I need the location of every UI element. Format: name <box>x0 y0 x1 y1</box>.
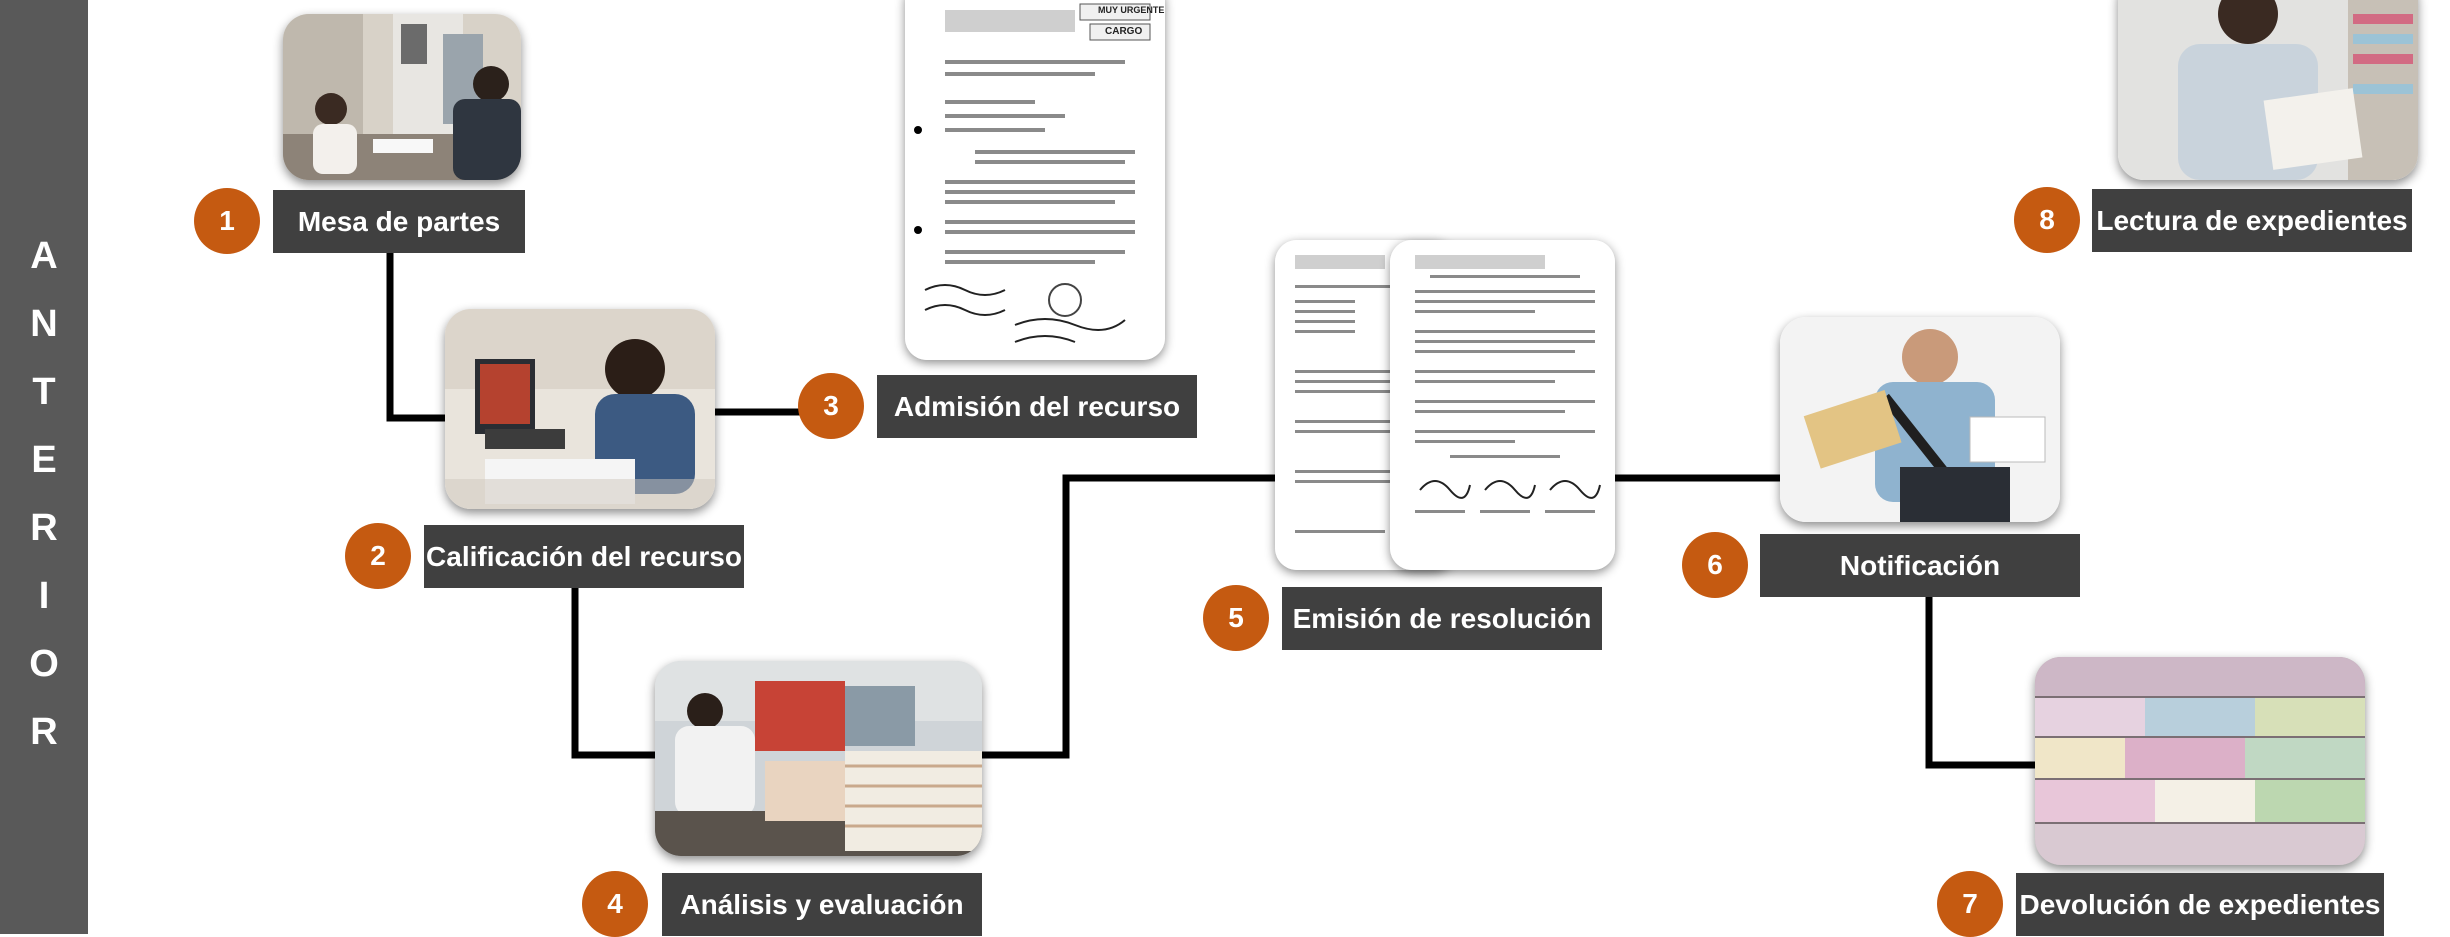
sidebar-letter: R <box>30 507 58 549</box>
photo-devolucion <box>2035 657 2365 865</box>
step-label-analisis: Análisis y evaluación <box>662 873 982 936</box>
step-number-1: 1 <box>194 188 260 254</box>
photo-analisis <box>655 661 982 856</box>
step-number-7: 7 <box>1937 871 2003 937</box>
sidebar-letter: T <box>32 371 56 413</box>
step-label-admision: Admisión del recurso <box>877 375 1197 438</box>
sidebar-letter: R <box>30 711 58 753</box>
sidebar-vertical-title: A N T E R I O R <box>0 222 88 766</box>
connector-2-4 <box>571 583 655 759</box>
step-label-devolucion: Devolución de expedientes <box>2016 873 2384 936</box>
step-label-notificacion: Notificación <box>1760 534 2080 597</box>
connector-4-5 <box>982 474 1275 759</box>
step-label-mesa-de-partes: Mesa de partes <box>273 190 525 253</box>
photo-lectura <box>2118 0 2418 180</box>
document-admision: MUY URGENTE CARGO <box>905 0 1165 360</box>
sidebar-letter: O <box>29 643 59 685</box>
step-number-6: 6 <box>1682 532 1748 598</box>
step-label-calificacion: Calificación del recurso <box>424 525 744 588</box>
step-number-4: 4 <box>582 871 648 937</box>
sidebar-letter: A <box>30 235 58 277</box>
sidebar-letter: N <box>30 303 58 345</box>
sidebar-letter: E <box>31 439 57 481</box>
step-number-2: 2 <box>345 523 411 589</box>
document-stamp-cargo: CARGO <box>1105 26 1143 37</box>
step-number-8: 8 <box>2014 187 2080 253</box>
document-stamp-muy-urgente: MUY URGENTE <box>1098 5 1165 15</box>
step-label-emision: Emisión de resolución <box>1282 587 1602 650</box>
sidebar-letter: I <box>38 575 50 617</box>
connector-6-7 <box>1925 595 2035 769</box>
sidebar-panel: A N T E R I O R <box>0 0 88 934</box>
step-number-3: 3 <box>798 373 864 439</box>
photo-notificacion <box>1780 317 2060 522</box>
photo-mesa-de-partes <box>283 14 521 180</box>
document-emision-front <box>1390 240 1615 570</box>
photo-calificacion <box>445 309 715 509</box>
step-label-lectura: Lectura de expedientes <box>2092 189 2412 252</box>
step-number-5: 5 <box>1203 585 1269 651</box>
connector-1-2 <box>386 250 445 422</box>
